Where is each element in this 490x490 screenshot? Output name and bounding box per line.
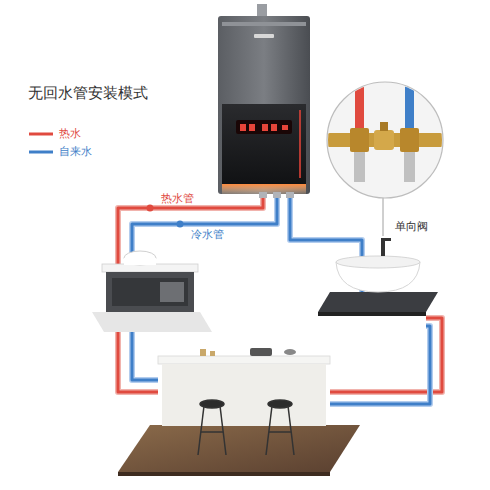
vessel-basin-part: [318, 292, 438, 312]
legend-line-sample: [29, 132, 53, 135]
legend-line-sample: [28, 147, 54, 157]
kitchen-island-part: [284, 349, 296, 355]
water-heater-part: [222, 104, 306, 184]
hot-water-pipe-part: [118, 192, 263, 264]
diagram-title: 无回水管安装模式: [28, 84, 148, 102]
water-heater-part: [249, 124, 255, 131]
cold-water-pipe-part: [330, 326, 430, 404]
check-valve-zoom-part: [383, 198, 384, 236]
kitchen-island-part: [250, 348, 272, 356]
water-heater-part: [271, 124, 277, 131]
pipe-label: 热水管: [160, 192, 195, 205]
hot-water-pipe-part: [147, 205, 154, 212]
kitchen-island-part: [162, 364, 326, 426]
bar-stool-part: [269, 431, 291, 433]
water-heater-part: [262, 124, 268, 131]
vessel-basin-part: [336, 256, 420, 268]
water-heater: [218, 4, 310, 198]
check-valve-zoom-part-part: [404, 152, 415, 182]
bathroom-cabinet-part: [160, 282, 184, 302]
water-heater-part: [254, 34, 274, 38]
bar-stool-part: [266, 406, 272, 455]
check-valve-zoom-part-part: [380, 122, 388, 131]
water-heater-part: [286, 192, 294, 198]
part-label: 单向阀: [394, 220, 429, 233]
kitchen-island: [158, 348, 330, 426]
bar-stool-part: [220, 406, 226, 455]
legend-entry: 热水: [28, 126, 81, 141]
cold-water-pipe-part: [330, 326, 430, 404]
check-valve-zoom-part-part: [400, 128, 419, 152]
kitchen-island-part: [210, 351, 215, 356]
water-heater-part: [273, 192, 281, 198]
bathroom-cabinet-part: [92, 312, 212, 332]
water-heater-part: [259, 192, 267, 198]
check-valve-zoom-part-part: [374, 130, 394, 150]
check-valve-zoom-part: [327, 80, 443, 182]
legend-line-sample: [29, 150, 53, 153]
bathroom-cabinet-part: [112, 278, 188, 306]
bathroom-cabinet-part: [124, 251, 156, 265]
legend-entry: 自来水: [28, 144, 92, 159]
hot-water-pipe-part: [330, 318, 442, 392]
check-valve-zoom-part-part: [350, 128, 369, 152]
bar-stool: [198, 400, 294, 455]
check-valve-zoom-part-part: [355, 80, 364, 132]
kitchen-island-part: [200, 349, 206, 356]
hot-water-pipe: [118, 192, 442, 392]
hot-water-pipe-part: [118, 192, 263, 264]
hot-water-pipe-part: [330, 318, 442, 392]
legend-line-sample: [28, 129, 54, 139]
cold-water-pipe-part: [132, 192, 277, 264]
bathroom-cabinet-part: [124, 258, 156, 265]
vessel-basin-part: [318, 312, 426, 316]
check-valve-zoom: [327, 80, 443, 236]
check-valve-zoom-part: [327, 82, 443, 198]
water-heater-part: [299, 110, 301, 178]
kitchen-floor: [118, 425, 360, 476]
cold-water-pipe-part: [177, 221, 184, 228]
check-valve-zoom-part-part: [354, 152, 365, 182]
water-heater-part: [218, 16, 310, 194]
bathroom-cabinet-part: [106, 272, 194, 312]
check-valve-zoom-part-part: [405, 80, 414, 132]
kitchen-floor-part: [118, 425, 360, 472]
pipe-label: 冷水管: [190, 228, 225, 241]
bathroom-cabinet-part: [102, 264, 198, 272]
bar-stool-part: [198, 406, 204, 455]
water-heater-part: [222, 22, 306, 26]
legend-text: 自来水: [59, 144, 92, 159]
cold-water-pipe-part: [132, 192, 277, 264]
water-heater-part: [282, 125, 288, 130]
water-heater-part: [236, 120, 292, 134]
legend-text: 热水: [59, 126, 81, 141]
bar-stool-part: [288, 406, 294, 455]
kitchen-island-part: [158, 356, 330, 364]
vessel-basin-part: [381, 238, 391, 241]
water-heater-part: [240, 124, 246, 131]
kitchen-floor-part: [118, 472, 330, 476]
vessel-basin: [318, 238, 438, 316]
bar-stool-part: [201, 431, 223, 433]
bathroom-cabinet: [92, 251, 212, 332]
